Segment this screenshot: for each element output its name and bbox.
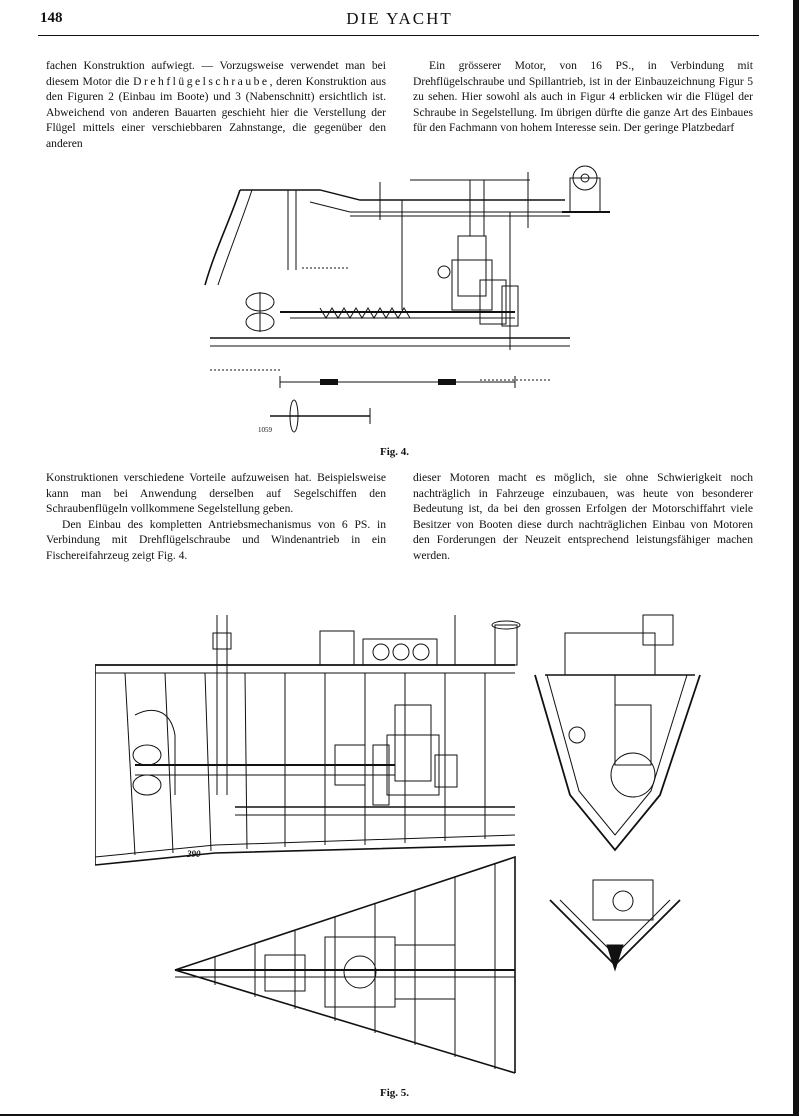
text-column-top-left: fachen Konstruktion aufwiegt. — Vorzugsw… (46, 58, 386, 152)
figure-5-mark: 390 (186, 849, 201, 859)
page-number: 148 (40, 10, 63, 26)
paragraph-mid-left-2: Den Einbau des kompletten Antriebsmechan… (46, 517, 386, 562)
text-column-mid-right: dieser Motoren macht es möglich, sie ohn… (413, 470, 753, 564)
header-rule (38, 35, 759, 36)
paragraph-top-left-a: fachen Konstruktion aufwiegt. — Vorzugsw… (46, 59, 386, 88)
spaced-term: Drehflügelschraube (133, 74, 270, 88)
running-title: DIE YACHT (346, 9, 453, 28)
paragraph-top-right: Ein grösserer Motor, von 16 PS., in Verb… (413, 59, 753, 135)
figure-4-mark: 1059 (258, 426, 273, 434)
figure-4-engine-installation: 1059 (204, 165, 610, 434)
text-column-top-right: Ein grösserer Motor, von 16 PS., in Verb… (413, 58, 753, 136)
figure-5-caption: Fig. 5. (380, 1087, 410, 1099)
figure-4-caption: Fig. 4. (380, 446, 410, 458)
paragraph-mid-right: dieser Motoren macht es möglich, sie ohn… (413, 471, 753, 562)
text-column-mid-left: Konstruktionen verschiedene Vorteile auf… (46, 470, 386, 564)
figure-5-16ps-installation: 390 (95, 614, 701, 1074)
paragraph-mid-left-1: Konstruktionen verschiedene Vorteile auf… (46, 471, 386, 516)
paragraph-top-left-b: , deren Konstruktion aus den Figuren 2 (… (46, 74, 386, 150)
